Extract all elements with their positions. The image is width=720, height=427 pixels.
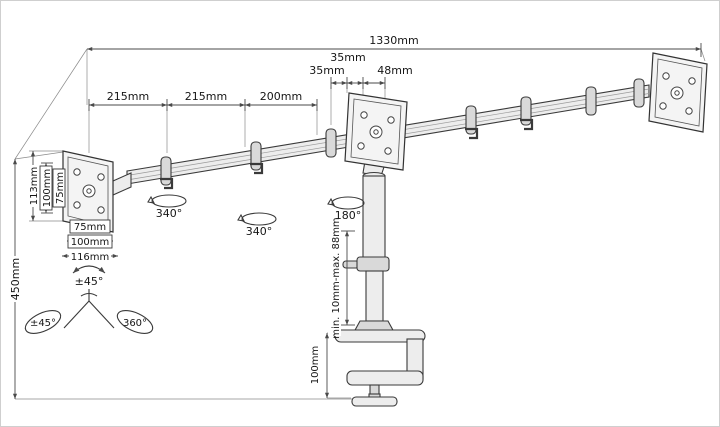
dim-label-clamp-range: 100mm bbox=[310, 346, 321, 385]
dim-label-gap-b: 48mm bbox=[377, 64, 412, 77]
swivel-arrow-icon bbox=[241, 212, 277, 226]
rotate-range-icon bbox=[116, 310, 154, 334]
dim-label-gap-a: 35mm bbox=[309, 64, 344, 77]
center-vesa-plate bbox=[344, 92, 408, 177]
rotation-labels: 340° 340° 180° ±45° ±45° 360° bbox=[30, 207, 361, 329]
dim-label-gap-top: 35mm bbox=[330, 51, 365, 64]
dim-label-plate-width: 116mm bbox=[71, 252, 110, 263]
swivel-arrow-icon bbox=[331, 196, 365, 210]
arm-joint bbox=[520, 96, 532, 126]
dim-label-vesa-v75: 75mm bbox=[55, 172, 66, 204]
clamp-bottom-jaw bbox=[346, 370, 424, 386]
height-collar bbox=[356, 256, 390, 272]
tilt-arrow-icon bbox=[72, 265, 106, 274]
tilt-range-icon bbox=[24, 310, 62, 334]
clamp-handle bbox=[351, 396, 398, 407]
pole-column bbox=[342, 171, 395, 333]
dimension-labels: 1330mm 35mm 35mm 48mm 215mm 215mm 200mm … bbox=[9, 34, 419, 386]
rotation-symbols bbox=[24, 194, 365, 334]
arm-joint bbox=[585, 86, 597, 116]
right-vesa-plate bbox=[648, 52, 708, 133]
rotation-label-arm-mid: 340° bbox=[246, 225, 273, 238]
arm-joint bbox=[465, 105, 477, 135]
dim-label-seg-c: 200mm bbox=[260, 90, 302, 103]
arm-joint bbox=[633, 78, 645, 108]
cable-clip bbox=[250, 162, 264, 175]
rotation-label-arm-left: 340° bbox=[156, 207, 183, 220]
dim-label-plate-height: 113mm bbox=[29, 167, 40, 206]
rotation-label-base-tilt: ±45° bbox=[30, 318, 56, 329]
dim-label-seg-a: 215mm bbox=[107, 90, 149, 103]
cable-clip bbox=[520, 118, 534, 131]
dim-label-pole-range: min. 10mm-max. 88mm bbox=[331, 217, 342, 338]
desk-clamp bbox=[334, 329, 426, 407]
swivel-arrow-icon bbox=[151, 194, 187, 208]
rotation-label-base-rotation: 360° bbox=[123, 318, 147, 329]
arm-joint bbox=[160, 156, 172, 186]
cable-clip bbox=[465, 127, 479, 140]
rotation-label-center: 180° bbox=[335, 209, 362, 222]
arm-joint bbox=[250, 141, 262, 171]
dim-label-total-width: 1330mm bbox=[369, 34, 418, 47]
dim-label-seg-b: 215mm bbox=[185, 90, 227, 103]
dim-label-vesa-h75: 75mm bbox=[74, 222, 106, 233]
arm-joint bbox=[325, 128, 337, 158]
dim-label-vesa-v100: 100mm bbox=[42, 169, 53, 208]
dim-label-total-height: 450mm bbox=[9, 258, 22, 300]
cable-clip bbox=[160, 177, 174, 190]
dim-label-vesa-h100: 100mm bbox=[71, 237, 110, 248]
rotation-label-plate-tilt: ±45° bbox=[75, 275, 104, 288]
